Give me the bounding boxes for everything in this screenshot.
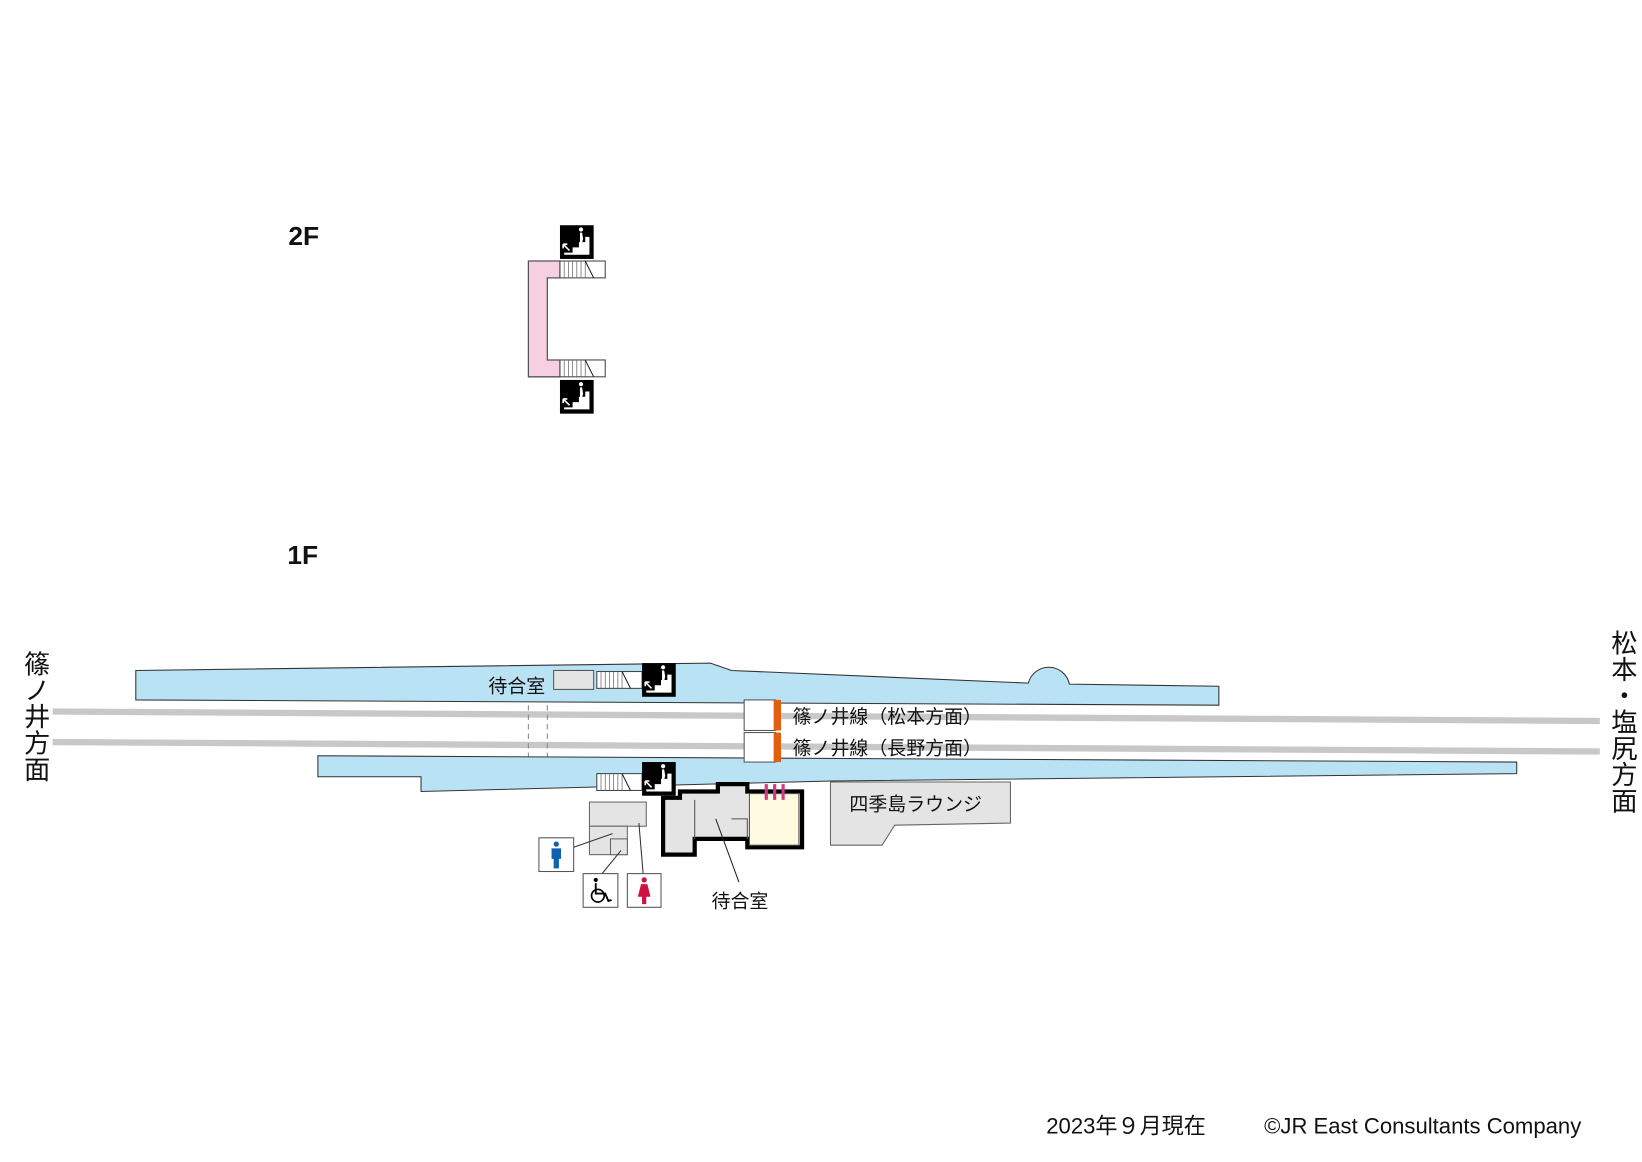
floor-label-2f: 2F bbox=[288, 221, 319, 251]
stairs-icon bbox=[641, 761, 677, 797]
track-line bbox=[52, 708, 1600, 725]
footer-date: 2023年９月現在 bbox=[1046, 1114, 1206, 1139]
footer-copyright: ©JR East Consultants Company bbox=[1264, 1114, 1581, 1139]
stairs-icon bbox=[559, 224, 595, 260]
track-label: 篠ノ井線（長野方面） bbox=[793, 738, 982, 760]
stairs-icon bbox=[641, 662, 677, 698]
platform-north bbox=[135, 662, 1220, 706]
track-sign-2: 篠ノ井線（長野方面） bbox=[743, 732, 982, 763]
stairs bbox=[596, 773, 643, 791]
stairs-icon bbox=[559, 379, 595, 415]
stairs bbox=[559, 260, 606, 279]
toilets bbox=[573, 801, 647, 874]
waiting-room-platform bbox=[553, 669, 595, 690]
track-label: 篠ノ井線（松本方面） bbox=[793, 706, 982, 728]
lounge-label: 四季島ラウンジ bbox=[849, 793, 982, 815]
waiting-room-label: 待合室 bbox=[712, 890, 769, 912]
wheelchair-icon bbox=[582, 873, 619, 908]
floor-label-1f: 1F bbox=[287, 540, 318, 570]
male-toilet-icon bbox=[538, 837, 575, 873]
track-sign-1: 篠ノ井線（松本方面） bbox=[743, 699, 982, 731]
station-building bbox=[661, 782, 805, 883]
direction-right: 松本・塩尻方面 bbox=[1606, 629, 1637, 813]
female-toilet-icon bbox=[626, 873, 662, 908]
track-line bbox=[52, 738, 1600, 755]
waiting-room-label: 待合室 bbox=[488, 676, 545, 698]
shikishima-lounge bbox=[829, 781, 1011, 846]
direction-left: 篠ノ井方面 bbox=[19, 650, 50, 782]
stairs bbox=[596, 670, 643, 689]
bridge-2f bbox=[527, 224, 606, 415]
ticket-gates bbox=[764, 784, 785, 800]
ticket-office bbox=[748, 793, 800, 846]
stairs bbox=[559, 359, 606, 378]
